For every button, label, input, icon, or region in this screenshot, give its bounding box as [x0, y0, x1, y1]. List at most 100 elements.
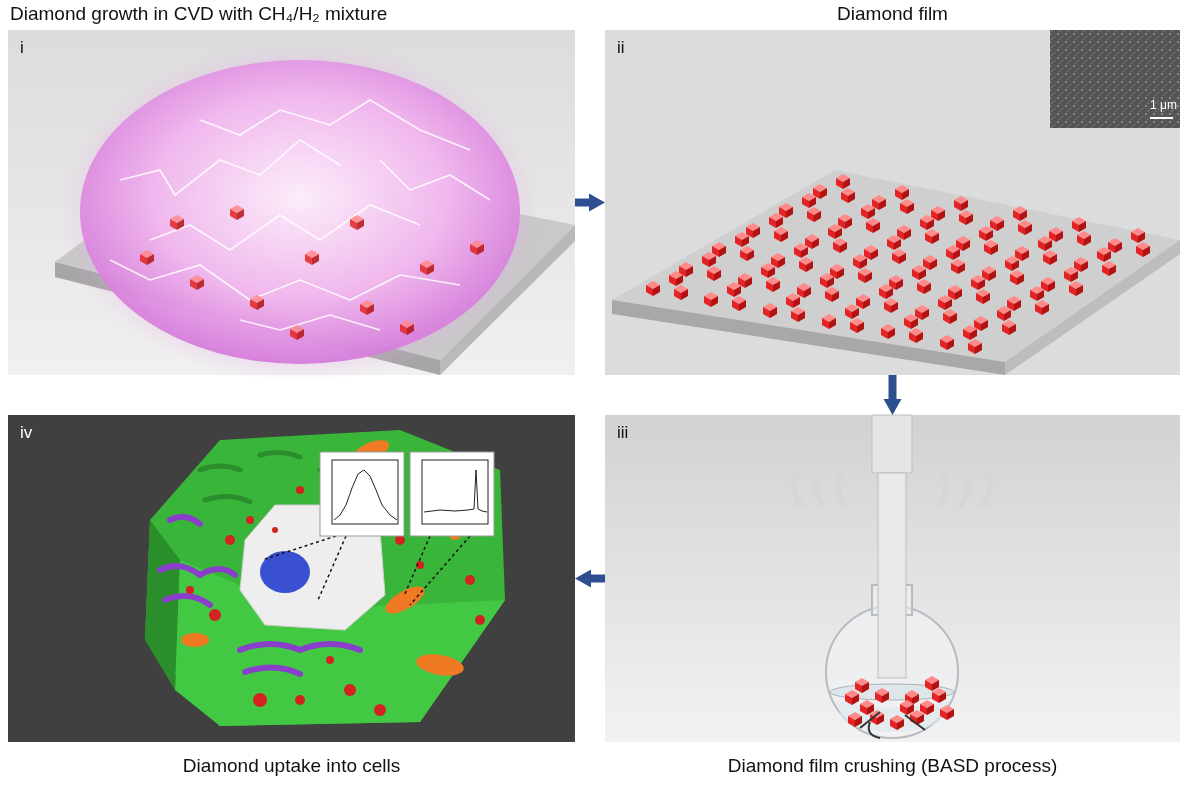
panel: Diamond uptake into cellsiv: [8, 415, 575, 742]
art-polyline: [120, 140, 340, 195]
art-polyline: [200, 100, 470, 150]
art-rect: [8, 30, 575, 375]
panel-title: Diamond uptake into cells: [8, 755, 575, 777]
panel-number: ii: [617, 38, 625, 58]
art-g: [845, 676, 954, 730]
art-path: [160, 566, 235, 575]
art-use: [925, 229, 939, 244]
arrow-head: [589, 194, 605, 212]
art-use: [740, 246, 754, 261]
art-path: [794, 470, 800, 504]
art-use: [909, 328, 923, 343]
scale-label: 1 μm: [1150, 98, 1177, 112]
art-use: [305, 250, 319, 265]
art-g: [140, 205, 484, 340]
art-use: [470, 240, 484, 255]
art-use: [900, 199, 914, 214]
art-polygon: [1005, 240, 1180, 375]
art-use: [774, 227, 788, 242]
art-use: [845, 690, 859, 705]
art-polyline: [424, 470, 487, 512]
art-circle: [272, 527, 278, 533]
art-use: [669, 174, 1145, 340]
art-g: [262, 536, 470, 605]
art-path: [170, 517, 200, 524]
art-use: [850, 318, 864, 333]
art-use: [799, 257, 813, 272]
art-use: [825, 287, 839, 302]
panel: Diamond film crushing (BASD process)iii: [605, 415, 1180, 742]
art-use: [1077, 231, 1091, 246]
panel-number: iii: [617, 423, 628, 443]
art-rect: [332, 460, 398, 524]
art-circle: [475, 615, 485, 625]
flow-arrow: [575, 570, 605, 588]
art-use: [1136, 242, 1150, 257]
art-path: [165, 596, 210, 605]
art-ellipse: [381, 581, 428, 619]
art-path: [834, 700, 950, 732]
art-rect: [605, 30, 1180, 375]
art-use: [791, 307, 805, 322]
art-use: [917, 279, 931, 294]
art-line: [1150, 117, 1173, 119]
art-use: [250, 295, 264, 310]
art-use: [884, 298, 898, 313]
art-use: [230, 205, 244, 220]
art-g: [160, 517, 360, 674]
art-use: [833, 238, 847, 253]
art-circle: [186, 586, 194, 594]
art-rect: [605, 415, 1180, 742]
art-path: [240, 644, 360, 650]
art-use: [190, 275, 204, 290]
art-path: [962, 470, 968, 504]
art-use: [1043, 250, 1057, 265]
diamond-film: [605, 30, 1180, 375]
art-use: [925, 676, 939, 691]
art-use: [646, 184, 1122, 350]
crushing-flask: [605, 415, 1180, 742]
art-ellipse: [415, 651, 466, 679]
art-path: [838, 470, 844, 504]
art-use: [932, 688, 946, 703]
art-use: [170, 215, 184, 230]
panel: Diamond growth in CVD with CH₄/H₂ mixtur…: [8, 30, 575, 375]
art-polygon: [145, 520, 180, 690]
art-use: [766, 277, 780, 292]
art-line: [262, 536, 336, 560]
art-use: [841, 188, 855, 203]
art-use: [855, 678, 869, 693]
cell-illustration: [8, 415, 575, 742]
art-polyline: [150, 205, 420, 250]
cvd-reactor: [8, 30, 575, 382]
art-use: [890, 715, 904, 730]
art-rect: [1050, 30, 1180, 128]
art-circle: [374, 704, 386, 716]
art-path: [984, 470, 990, 504]
art-path: [940, 470, 946, 504]
art-path: [200, 466, 240, 470]
art-polyline: [334, 470, 397, 520]
art-use: [1035, 300, 1049, 315]
art-use: [848, 712, 862, 727]
art-circle: [253, 693, 267, 707]
art-circle: [326, 656, 334, 664]
flow-arrow: [575, 194, 605, 212]
art-line: [410, 536, 470, 605]
art-circle: [209, 609, 221, 621]
panel-title: Diamond growth in CVD with CH₄/H₂ mixtur…: [10, 3, 387, 25]
art-ellipse: [260, 551, 310, 593]
art-circle: [246, 516, 254, 524]
art-path: [205, 496, 250, 502]
art-use: [420, 260, 434, 275]
art-use: [360, 300, 374, 315]
panel-number: i: [20, 38, 24, 58]
arrow-shaft: [889, 375, 897, 403]
art-use: [910, 710, 924, 725]
art-use: [892, 249, 906, 264]
art-g: [110, 100, 490, 330]
panel-number: iv: [20, 423, 32, 443]
